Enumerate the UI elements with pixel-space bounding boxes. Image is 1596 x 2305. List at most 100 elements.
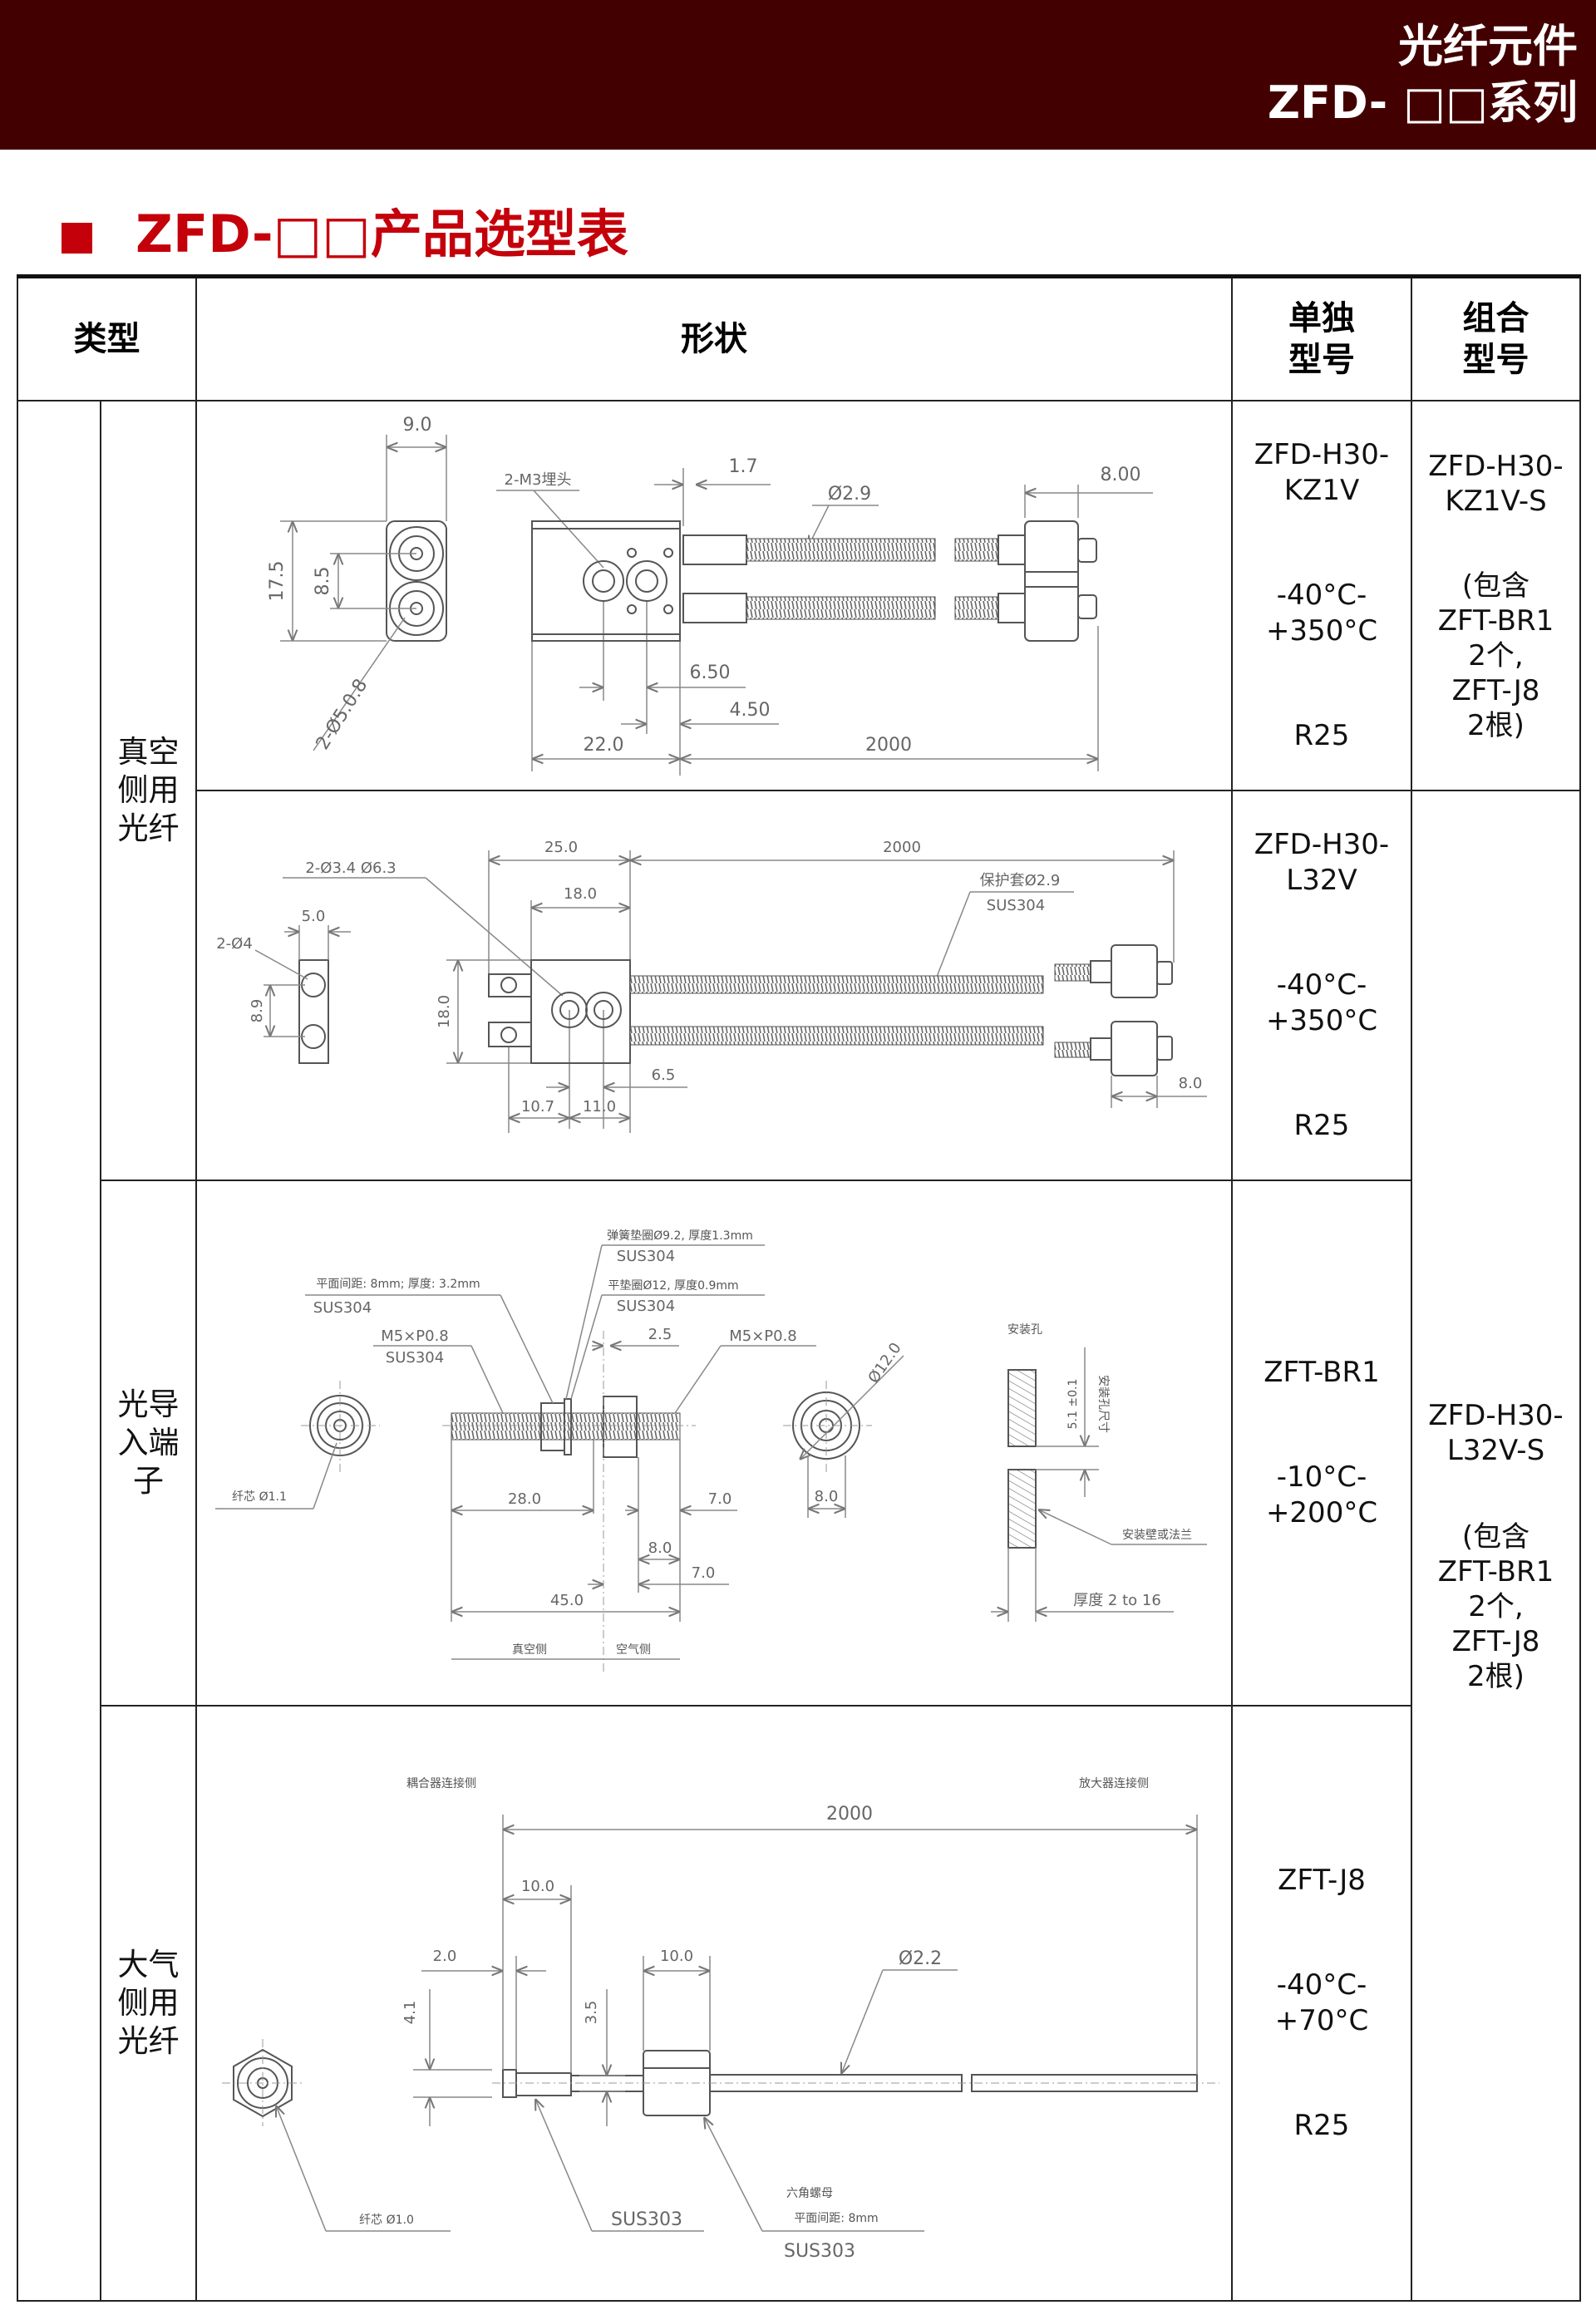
temperature-range: -40°C- +70°C bbox=[1274, 1968, 1369, 2037]
spring-washer-spec: 弹簧垫圈Ø9.2, 厚度1.3mm bbox=[607, 1229, 753, 1243]
amplifier-side-label: 放大器连接侧 bbox=[1079, 1776, 1149, 1790]
model-number: ZFD-H30- KZ1V bbox=[1254, 438, 1390, 507]
nut-spec: 平面间距: 8mm; 厚度: 3.2mm bbox=[316, 1278, 480, 1291]
type-group-cell bbox=[17, 400, 101, 2302]
header-band: 光纤元件 ZFD- □□系列 bbox=[0, 0, 1596, 150]
shape-cell: 耦合器连接侧 放大器连接侧 2000 10.0 2.0 10.0 Ø2.2 4.… bbox=[195, 1705, 1233, 2302]
combo-model-cell: ZFD-H30- KZ1V-S (包含 ZFT-BR1 2个, ZFT-J8 2… bbox=[1411, 400, 1581, 791]
combo-contents: (包含 ZFT-BR1 2个, ZFT-J8 2根) bbox=[1437, 1519, 1554, 1693]
dim-4-50: 4.50 bbox=[730, 700, 771, 721]
mount-hole-label: 安装孔 bbox=[1007, 1323, 1042, 1337]
temperature-range: -40°C- +350°C bbox=[1265, 579, 1378, 648]
dim-2000: 2000 bbox=[865, 735, 912, 756]
dim-6-5: 6.5 bbox=[652, 1066, 676, 1084]
header-series: ZFD- □□系列 bbox=[1267, 76, 1578, 129]
single-model-cell: ZFT-J8 -40°C- +70°C R25 bbox=[1231, 1705, 1412, 2302]
dim-1-7: 1.7 bbox=[729, 456, 758, 477]
dim-diameter: Ø2.9 bbox=[828, 484, 871, 505]
temperature-range: -10°C- +200°C bbox=[1265, 1460, 1378, 1529]
dim-10-0-nut: 10.0 bbox=[660, 1948, 693, 1965]
dim-2-5: 2.5 bbox=[648, 1326, 672, 1343]
connector-block bbox=[531, 520, 681, 642]
dim-diameter: Ø2.2 bbox=[899, 1948, 942, 1969]
nut-material: SUS304 bbox=[313, 1299, 372, 1317]
holes-label: 2-Ø3.4 Ø6.3 bbox=[305, 859, 396, 877]
combo-model-number: ZFD-H30- L32V-S bbox=[1428, 1398, 1564, 1467]
dim-height: 17.5 bbox=[267, 561, 288, 602]
flat-washer-spec: 平垫圈Ø12, 厚度0.9mm bbox=[608, 1279, 738, 1293]
thread-left: M5×P0.8 bbox=[381, 1327, 449, 1345]
single-model-cell: ZFD-H30- KZ1V -40°C- +350°C R25 bbox=[1231, 400, 1412, 791]
dim-22-0: 22.0 bbox=[584, 735, 624, 756]
shape-cell: 5.0 2-Ø4 8.9 2-Ø3.4 Ø6.3 25.0 2000 18.0 … bbox=[195, 790, 1233, 1181]
dim-25-0: 25.0 bbox=[544, 839, 578, 856]
type-feedthrough: 光导 入端 子 bbox=[100, 1180, 197, 1707]
header-shape: 形状 bbox=[195, 275, 1233, 401]
shape-cell: 纤芯 Ø1.1 平面间距: 8mm; 厚度: 3.2mm SUS304 M5×P… bbox=[195, 1180, 1233, 1707]
connector-block bbox=[488, 959, 631, 1064]
dim-7-0-a: 7.0 bbox=[708, 1490, 732, 1508]
ferrule-material: SUS303 bbox=[611, 2209, 682, 2230]
dimension-lines bbox=[254, 850, 1207, 1133]
mount-hole-size-label: 安装孔尺寸 bbox=[1096, 1375, 1110, 1433]
section-title: ZFD-□□产品选型表 bbox=[135, 204, 628, 264]
fiber-cables bbox=[629, 944, 1173, 1076]
type-atmosphere-fiber: 大气 侧用 光纤 bbox=[100, 1705, 197, 2302]
dim-hole: 2-Ø5.0.8 bbox=[313, 676, 372, 754]
combo-contents: (包含 ZFT-BR1 2个, ZFT-J8 2根) bbox=[1437, 569, 1554, 742]
dim-8-00: 8.00 bbox=[1101, 465, 1141, 485]
left-end-view bbox=[301, 1381, 380, 1472]
dim-3-5: 3.5 bbox=[583, 2001, 600, 2025]
dim-plate-width: 5.0 bbox=[302, 908, 326, 925]
plate-hole-label: 2-Ø4 bbox=[216, 935, 253, 953]
dim-45-0: 45.0 bbox=[550, 1592, 584, 1609]
dim-7-0-b: 7.0 bbox=[692, 1564, 716, 1582]
dim-width: 9.0 bbox=[403, 415, 432, 436]
bend-radius: R25 bbox=[1293, 719, 1350, 752]
dim-6-50: 6.50 bbox=[690, 662, 731, 683]
mount-hole-size: 5.1 ±0.1 bbox=[1066, 1379, 1080, 1430]
thread-left-material: SUS304 bbox=[386, 1349, 444, 1367]
dim-2000: 2000 bbox=[883, 839, 921, 856]
temperature-range: -40°C- +350°C bbox=[1265, 968, 1378, 1037]
fiber-cables bbox=[682, 520, 1097, 642]
hex-end-view bbox=[222, 2039, 303, 2126]
core-label: 纤芯 Ø1.1 bbox=[232, 1490, 287, 1504]
table-row: 光导 入端 子 bbox=[17, 1180, 1580, 1707]
table-header-row: 类型 形状 单独 型号 组合 型号 bbox=[17, 275, 1581, 401]
screw-label: 2-M3埋头 bbox=[505, 471, 572, 489]
single-model-cell: ZFT-BR1 -10°C- +200°C bbox=[1231, 1180, 1412, 1707]
thread-right: M5×P0.8 bbox=[729, 1327, 797, 1345]
dimension-lines bbox=[276, 1815, 1198, 2232]
dim-10-7: 10.7 bbox=[521, 1098, 554, 1116]
wall-thickness-label: 厚度 2 to 16 bbox=[1073, 1592, 1161, 1609]
hex-nut-flat-label: 平面间距: 8mm bbox=[794, 2212, 878, 2225]
dim-8-0: 8.0 bbox=[648, 1539, 672, 1557]
dimension-lines bbox=[280, 435, 1153, 776]
dim-10-0-ferrule: 10.0 bbox=[521, 1878, 554, 1895]
section-bullet bbox=[62, 223, 92, 254]
drawing-j8: 耦合器连接侧 放大器连接侧 2000 10.0 2.0 10.0 Ø2.2 4.… bbox=[222, 1776, 1219, 2262]
table-row: 大气 侧用 光纤 bbox=[17, 1705, 1580, 2302]
header-combo-model: 组合 型号 bbox=[1411, 275, 1581, 401]
feedthrough-body bbox=[442, 1331, 696, 1672]
table-row: 真空 侧用 光纤 bbox=[17, 400, 1581, 2302]
spring-washer-material: SUS304 bbox=[617, 1248, 675, 1265]
type-vacuum-fiber: 真空 侧用 光纤 bbox=[100, 400, 197, 1181]
model-number: ZFD-H30- L32V bbox=[1254, 828, 1390, 897]
drawing-l32v: 5.0 2-Ø4 8.9 2-Ø3.4 Ø6.3 25.0 2000 18.0 … bbox=[216, 839, 1207, 1133]
fiber-assembly bbox=[492, 2050, 1219, 2116]
dim-pitch: 8.5 bbox=[313, 567, 333, 596]
air-side-label: 空气侧 bbox=[616, 1643, 651, 1657]
vacuum-side-label: 真空侧 bbox=[512, 1643, 547, 1657]
hex-nut-label: 六角螺母 bbox=[786, 2187, 833, 2200]
sheath-material: SUS304 bbox=[987, 897, 1045, 914]
drawing-kz1v: 9.0 17.5 8.5 2-Ø5.0.8 2-M3埋头 1.7 Ø2.9 8.… bbox=[267, 415, 1153, 776]
end-view bbox=[386, 520, 447, 642]
header-type: 类型 bbox=[17, 275, 197, 401]
bend-radius: R25 bbox=[1293, 1109, 1350, 1142]
table-row: 5.0 2-Ø4 8.9 2-Ø3.4 Ø6.3 25.0 2000 18.0 … bbox=[17, 790, 1581, 2302]
model-number: ZFT-BR1 bbox=[1264, 1356, 1380, 1389]
dim-2-0: 2.0 bbox=[433, 1948, 457, 1965]
dimension-lines bbox=[215, 1244, 1207, 1660]
